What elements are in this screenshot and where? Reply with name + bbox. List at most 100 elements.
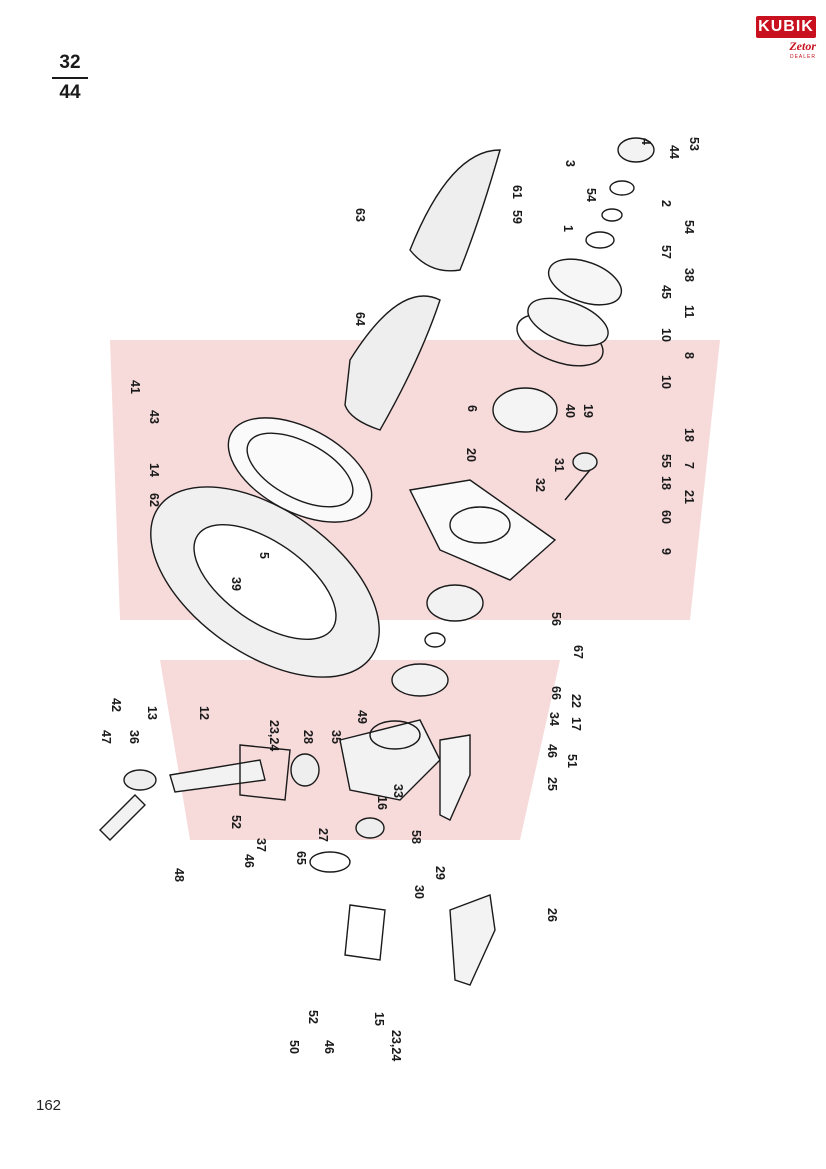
part-label: 64 — [353, 312, 367, 326]
tyre-inner — [193, 523, 337, 641]
part-label: 33 — [391, 784, 405, 798]
part-label: 50 — [287, 1040, 301, 1054]
hub-flange — [408, 479, 557, 581]
part-label: 35 — [329, 730, 343, 744]
parts-drawing — [99, 137, 655, 986]
part-label: 54 — [584, 188, 598, 202]
part-label: 7 — [682, 462, 696, 469]
part-label: 10 — [659, 375, 673, 389]
part-label: 38 — [682, 268, 696, 282]
arm-25 — [439, 734, 471, 821]
cap-4 — [617, 137, 655, 163]
part-label: 5 — [257, 552, 271, 559]
part-label: 18 — [659, 476, 673, 490]
seal-66 — [391, 663, 449, 697]
part-label: 47 — [99, 730, 113, 744]
part-label: 46 — [322, 1040, 336, 1054]
section-fraction: 32 44 — [50, 52, 90, 104]
part-label: 10 — [659, 328, 673, 342]
kubik-logo: KUBIK Zetor DEALER — [756, 16, 816, 66]
cover-8 — [527, 297, 609, 347]
part-label: 67 — [571, 645, 585, 659]
part-28 — [290, 753, 320, 787]
part-label: 55 — [659, 454, 673, 468]
part-label: 63 — [353, 208, 367, 222]
part-label: 51 — [565, 754, 579, 768]
part-label: 19 — [581, 404, 595, 418]
part-label: 2 — [659, 200, 673, 207]
part-label: 4 — [639, 138, 653, 145]
part-label: 14 — [147, 463, 161, 477]
part-label: 11 — [682, 305, 696, 318]
part-label: 18 — [682, 428, 696, 442]
part-label: 39 — [229, 577, 243, 591]
part-label: 12 — [197, 706, 211, 720]
part-label: 52 — [306, 1010, 320, 1024]
part-label: 66 — [549, 686, 563, 700]
fraction-bar — [52, 77, 88, 79]
part-1 — [585, 231, 615, 249]
fraction-numerator: 32 — [59, 52, 81, 73]
part-label: 9 — [659, 548, 673, 555]
part-label: 23,24 — [389, 1030, 403, 1061]
part-label: 15 — [372, 1012, 386, 1026]
part-label: 36 — [127, 730, 141, 744]
part-label: 6 — [465, 405, 479, 412]
steering-arm-12 — [169, 759, 266, 793]
gear-27-58 — [355, 817, 385, 839]
part-label: 3 — [563, 160, 577, 167]
part-label: 29 — [433, 866, 447, 880]
logo-tag: DEALER — [789, 54, 816, 60]
housing-11 — [547, 258, 623, 306]
part-2 — [601, 208, 623, 222]
part-label: 61 — [510, 185, 524, 199]
part-label: 17 — [569, 717, 583, 731]
inner-tube — [344, 295, 441, 431]
fraction-denominator: 44 — [59, 82, 81, 103]
part-label: 32 — [533, 478, 547, 492]
bearing — [426, 584, 484, 622]
hub-flange-bore — [449, 506, 511, 544]
part-label: 27 — [316, 828, 330, 842]
part-label: 44 — [667, 145, 681, 159]
part-label: 46 — [242, 854, 256, 868]
part-label: 58 — [409, 830, 423, 844]
wheel-rim-inner — [246, 432, 354, 508]
part-label: 16 — [375, 796, 389, 810]
part-label: 52 — [229, 815, 243, 829]
tyre-flap — [409, 149, 501, 272]
part-label: 46 — [545, 744, 559, 758]
part-label: 28 — [301, 730, 315, 744]
part-label: 13 — [145, 706, 159, 720]
logo-zetor: Zetor — [789, 39, 816, 53]
ring-67 — [424, 632, 446, 648]
cover-29 — [309, 851, 351, 873]
part-label: 25 — [545, 777, 559, 791]
part-label: 59 — [510, 210, 524, 224]
part-label: 22 — [569, 694, 583, 708]
part-label: 53 — [687, 137, 701, 151]
arm-26 — [449, 894, 496, 986]
lever-36 — [99, 794, 146, 841]
part-label: 56 — [549, 612, 563, 626]
part-label: 30 — [412, 885, 426, 899]
part-label: 40 — [563, 404, 577, 418]
part-label: 60 — [659, 510, 673, 524]
steering-knuckle — [339, 719, 441, 801]
part-54 — [609, 180, 635, 196]
part-label: 54 — [682, 220, 696, 234]
logo-wordmark: KUBIK — [756, 16, 816, 38]
part-label: 65 — [294, 851, 308, 865]
part-label: 62 — [147, 493, 161, 507]
part-label: 23,24 — [267, 720, 281, 751]
part-label: 20 — [464, 448, 478, 462]
page-number: 162 — [36, 1097, 62, 1114]
part-label: 37 — [254, 838, 268, 852]
part-label: 31 — [552, 458, 566, 472]
part-label: 48 — [172, 868, 186, 882]
part-label: 45 — [659, 285, 673, 299]
part-label: 1 — [561, 225, 575, 232]
part-label: 34 — [547, 712, 561, 726]
